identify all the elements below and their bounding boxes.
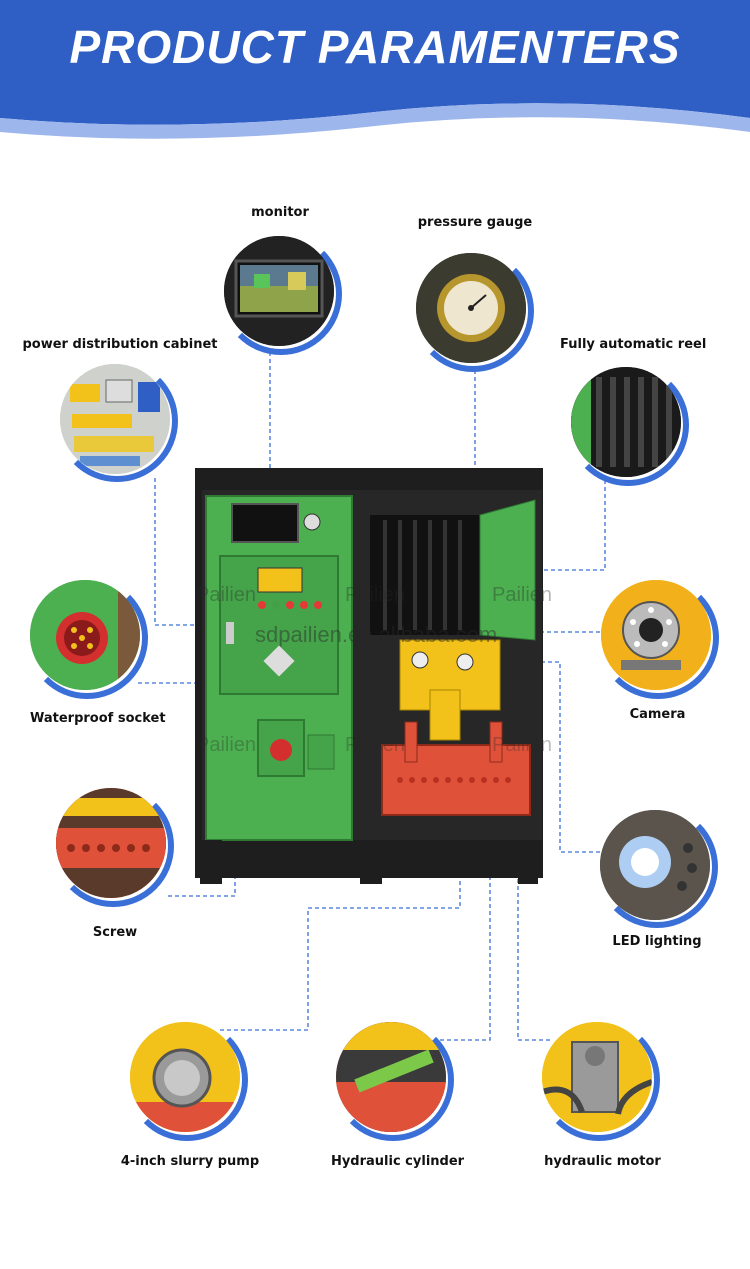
- machine-illustration: [195, 468, 543, 884]
- label-led: LED lighting: [612, 934, 702, 949]
- reel-thumbnail: [571, 367, 681, 477]
- label-pump: 4-inch slurry pump: [120, 1154, 260, 1169]
- brand-watermark: Pailien: [345, 734, 406, 756]
- cylinder-thumbnail: [336, 1022, 446, 1132]
- label-motor: hydraulic motor: [544, 1154, 661, 1169]
- brand-watermark: Pailien: [345, 584, 406, 606]
- label-camera: Camera: [629, 707, 686, 722]
- socket-ring: [26, 577, 148, 699]
- socket-thumbnail: [30, 580, 140, 690]
- pressure-gauge-ring: [412, 250, 534, 372]
- label-socket: Waterproof socket: [30, 711, 166, 726]
- motor-ring: [538, 1019, 660, 1141]
- led-ring: [596, 806, 718, 928]
- power-cabinet-ring: [56, 360, 178, 482]
- reel-ring: [567, 364, 689, 486]
- pressure-gauge-thumbnail: [416, 253, 526, 363]
- label-reel: Fully automatic reel: [560, 337, 707, 352]
- power-cabinet-thumbnail: [60, 364, 170, 474]
- screw-thumbnail: [56, 788, 166, 898]
- label-screw: Screw: [92, 925, 138, 940]
- label-power-cabinet: power distribution cabinet: [22, 337, 218, 352]
- brand-watermark: Pailien: [196, 584, 257, 606]
- brand-watermark: Pailien: [196, 734, 257, 756]
- label-monitor: monitor: [251, 205, 309, 220]
- label-cylinder: Hydraulic cylinder: [330, 1154, 465, 1169]
- brand-watermark: Pailien: [492, 734, 553, 756]
- monitor-thumbnail: [224, 236, 334, 346]
- header-banner: PRODUCT PARAMENTERS: [0, 0, 750, 160]
- label-pressure-gauge: pressure gauge: [417, 215, 533, 230]
- camera-ring: [597, 577, 719, 699]
- pump-ring: [126, 1019, 248, 1141]
- screw-ring: [52, 785, 174, 907]
- led-thumbnail: [600, 810, 710, 920]
- site-watermark: sdpailien.en.alibaba.com: [255, 622, 498, 647]
- brand-watermark: Pailien: [492, 584, 553, 606]
- motor-thumbnail: [542, 1022, 652, 1132]
- pump-thumbnail: [130, 1022, 240, 1132]
- page-title: PRODUCT PARAMENTERS: [69, 21, 681, 73]
- monitor-ring: [220, 233, 342, 355]
- camera-thumbnail: [601, 580, 711, 690]
- cylinder-ring: [332, 1019, 454, 1141]
- header-wave-background: [0, 0, 750, 139]
